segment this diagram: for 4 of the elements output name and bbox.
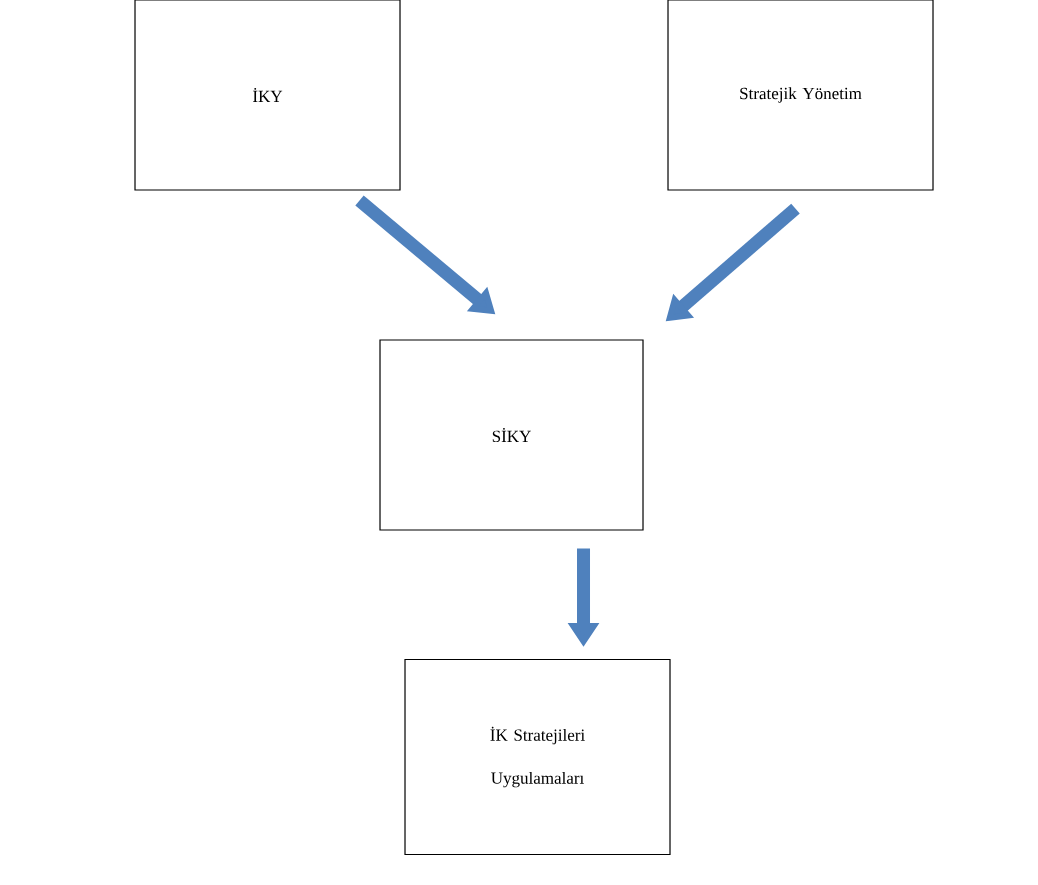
process-box: İK Stratejileri Uygulamaları bbox=[404, 658, 671, 856]
process-box: SİKY bbox=[379, 339, 644, 531]
process-box: İKY bbox=[134, 0, 401, 191]
process-box: Stratejik Yönetim bbox=[667, 0, 934, 191]
